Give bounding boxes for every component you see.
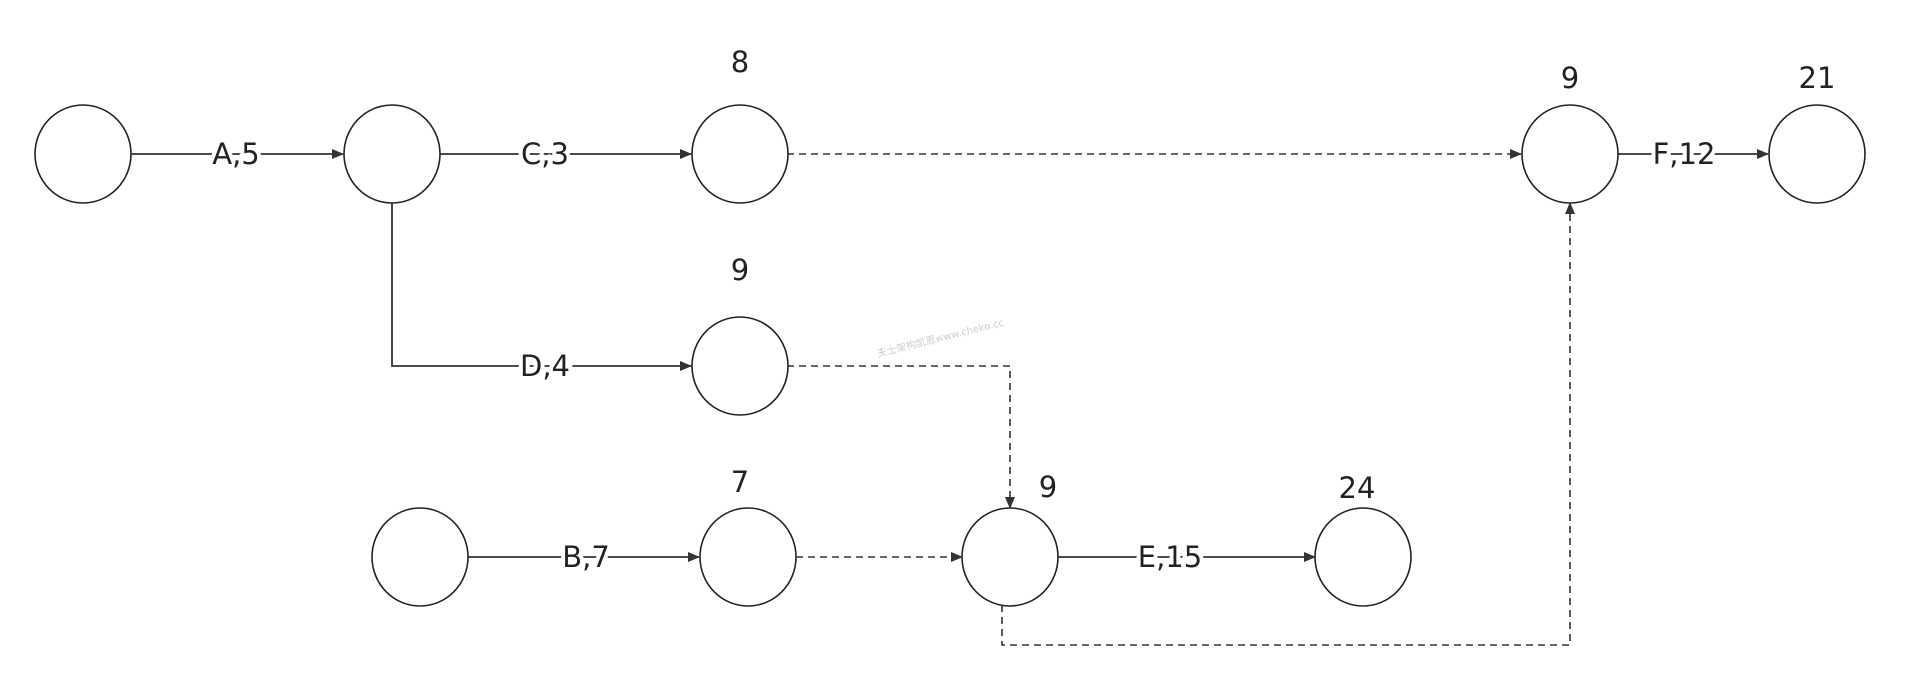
watermark: 夫士架构凯恩www.cheko.cc (876, 316, 1006, 360)
edge-label-e: E,15 (1138, 540, 1202, 574)
edge-label-b: B,7 (562, 540, 610, 574)
edge-label-a: A,5 (212, 137, 260, 171)
node-n10 (1314, 507, 1412, 607)
node-n8 (699, 507, 797, 607)
node-label-n6: 9 (731, 253, 749, 287)
node-n7 (371, 507, 469, 607)
edge-d (391, 203, 692, 371)
node-label-n3: 8 (731, 45, 749, 79)
node-n3 (691, 104, 789, 204)
node-label-n4: 9 (1561, 61, 1579, 95)
node-n2 (343, 104, 441, 204)
node-n9 (961, 507, 1059, 607)
node-label-n9: 9 (1039, 470, 1057, 504)
dummy-edge-n9-n4 (1001, 202, 1575, 646)
node-label-n5: 21 (1799, 61, 1836, 95)
node-label-n10: 24 (1339, 471, 1376, 505)
node-label-n8: 7 (731, 465, 749, 499)
node-n4 (1521, 104, 1619, 204)
dummy-edge-n6-n9 (787, 365, 1015, 509)
node-n1 (34, 104, 132, 204)
edge-label-f: F,12 (1653, 137, 1716, 171)
node-n5 (1768, 104, 1866, 204)
edge-label-c: C,3 (521, 137, 569, 171)
node-n6 (691, 316, 789, 416)
edge-label-d: D,4 (520, 349, 570, 383)
